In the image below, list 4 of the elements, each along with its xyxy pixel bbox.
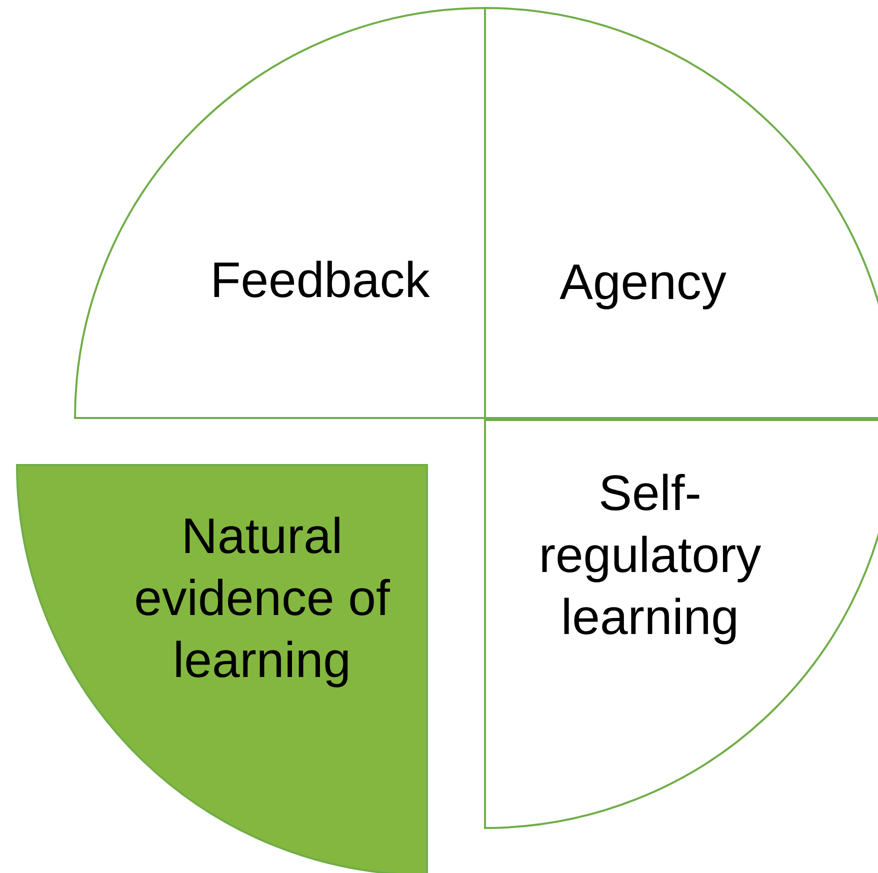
segment-label: Feedback: [209, 251, 431, 310]
segment-label: Agency: [558, 253, 728, 312]
segment-label: Self-regulatory learning: [538, 464, 762, 647]
segment-label: Natural evidence of learning: [133, 507, 391, 690]
